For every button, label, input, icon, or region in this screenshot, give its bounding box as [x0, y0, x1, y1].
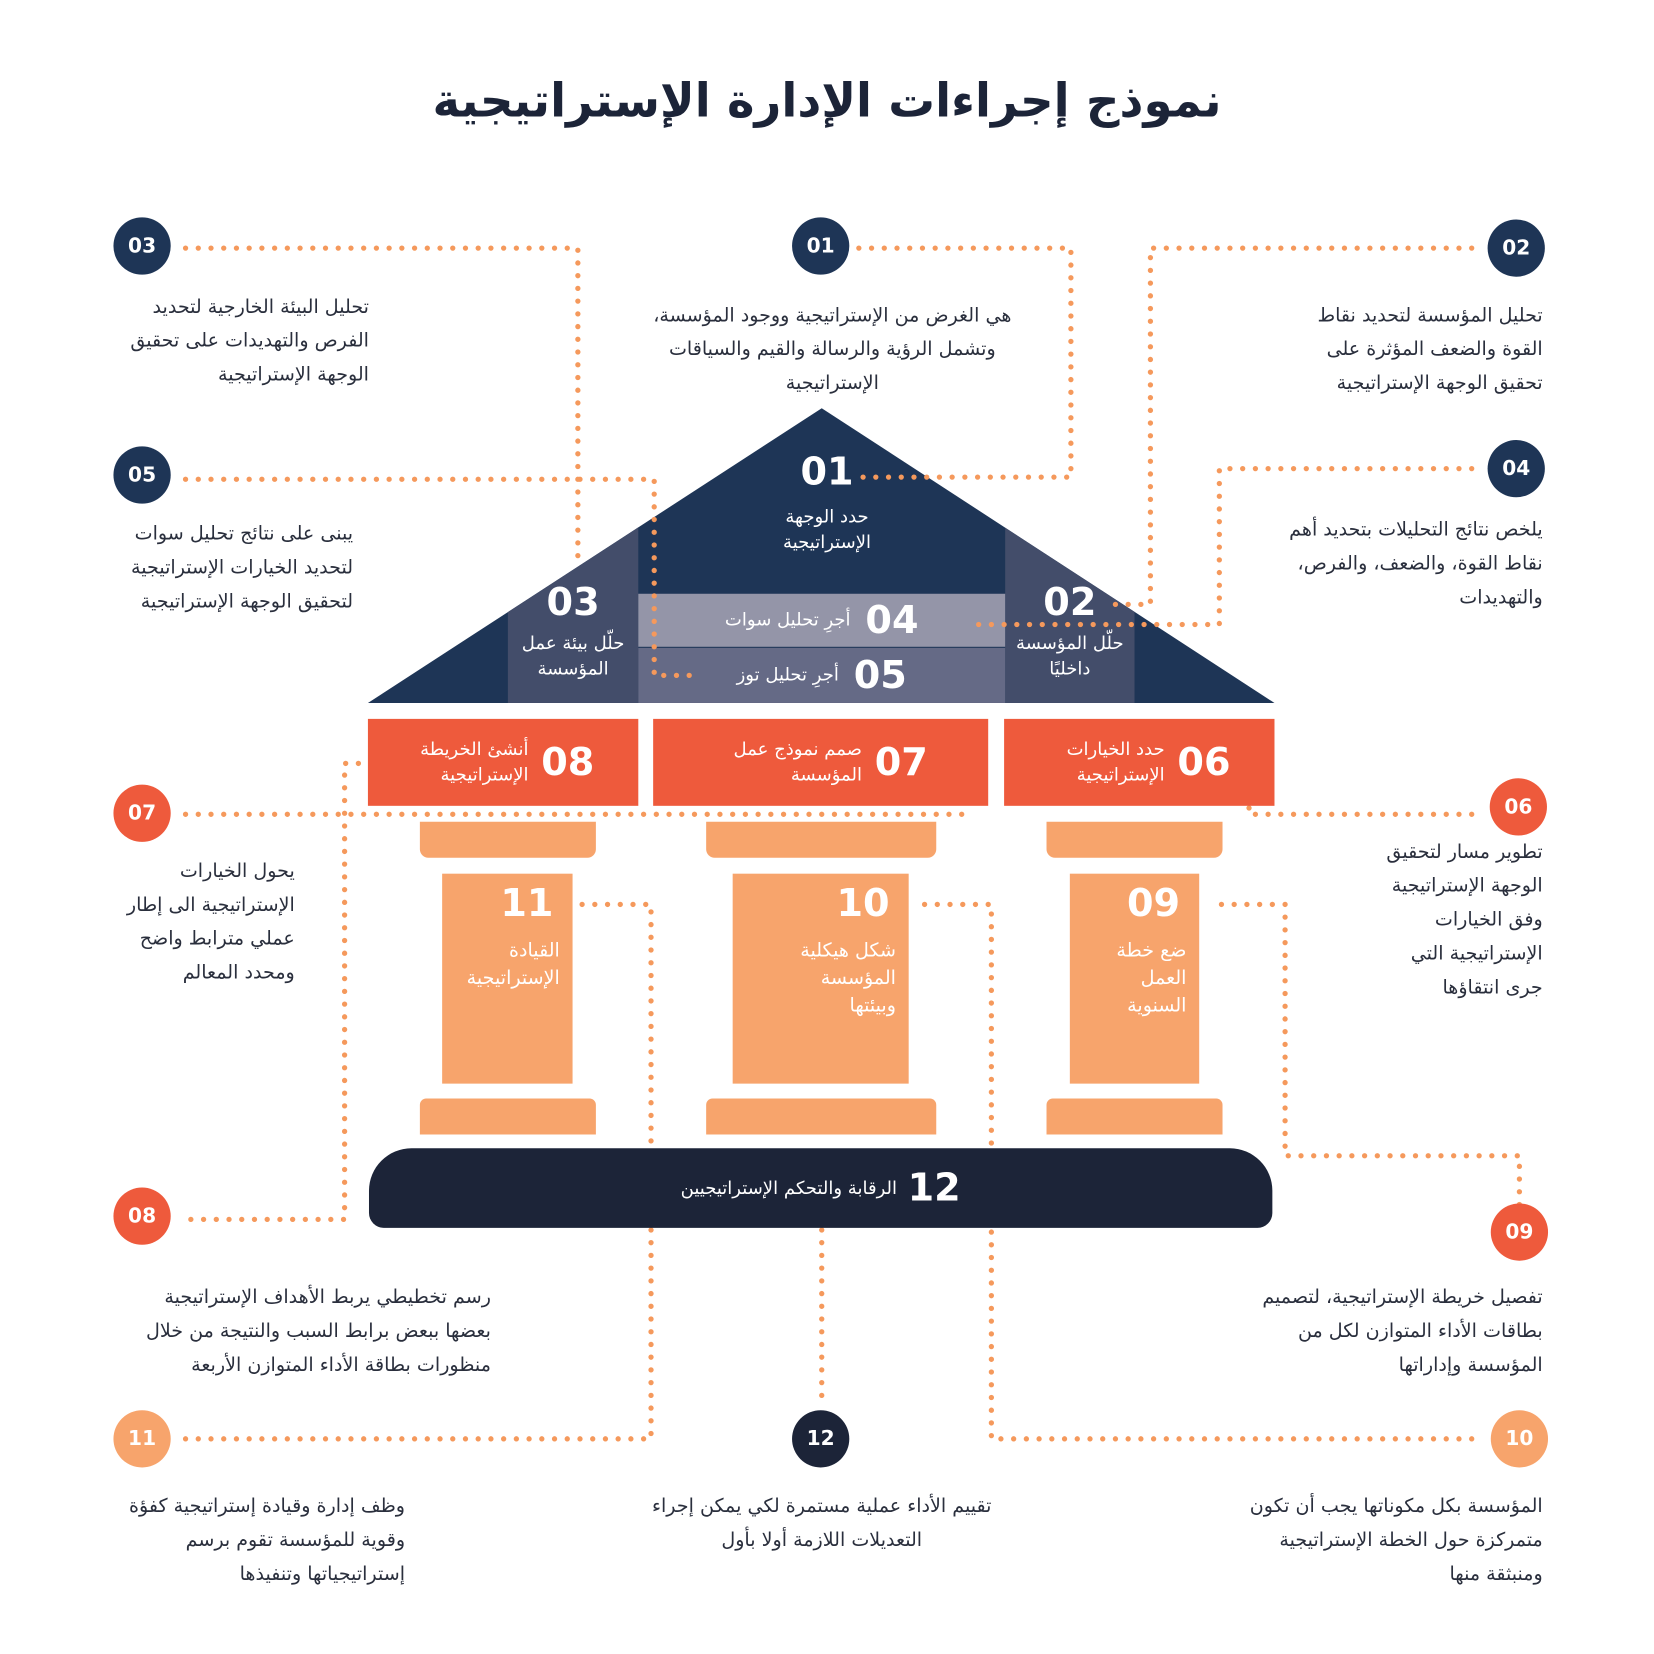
step-label: القيادة الإستراتيجية: [466, 939, 560, 990]
badge-01: 01: [792, 217, 850, 275]
roof-band-04: [638, 593, 1006, 647]
badge-03: 03: [113, 217, 171, 275]
roof-step-03: 03 حلّل بيئة عمل المؤسسة: [508, 581, 638, 682]
pillar-base: [706, 1098, 937, 1135]
step-label: صمم نموذج عمل المؤسسة: [733, 739, 862, 786]
step-label: أجرِ تحليل سوات: [724, 609, 851, 631]
badge-09: 09: [1490, 1203, 1549, 1261]
step-number: 07: [874, 740, 928, 785]
step-number: 11: [500, 882, 554, 926]
badge-10: 10: [1490, 1410, 1549, 1468]
roof-step-05: 05 أجرِ تحليل توز: [638, 648, 1005, 703]
roof-band-05: [638, 647, 1006, 703]
pillar-capital: [1046, 821, 1223, 858]
badge-08: 08: [113, 1187, 171, 1245]
beam-step-06: 06 حدد الخيارات الإستراتيجية: [1004, 718, 1275, 806]
step-label: حدد الخيارات الإستراتيجية: [1066, 739, 1165, 786]
note-07: يحول الخيارات الإستراتيجية الى إطار عملي…: [126, 859, 295, 984]
step-number: 05: [853, 653, 907, 698]
badge-05: 05: [113, 446, 171, 504]
note-01: هي الغرض من الإستراتيجية ووجود المؤسسة، …: [653, 304, 1012, 395]
pillar-step-09: 09 ضع خطة العمل السنوية: [1069, 873, 1200, 1084]
step-label: شكل هيكلية المؤسسة وبيئتها: [800, 939, 896, 1017]
pillar-base: [419, 1098, 596, 1135]
step-label: ضع خطة العمل السنوية: [1116, 939, 1187, 1017]
note-09: تفصيل خريطة الإستراتيجية، لتصميم بطاقات …: [1262, 1286, 1543, 1377]
step-label: أجرِ تحليل توز: [736, 664, 839, 687]
page-title: نموذج إجراءات الإدارة الإستراتيجية: [432, 74, 1222, 129]
connector-lines: [182, 245, 1523, 1442]
step-number: 08: [541, 740, 595, 785]
note-03: تحليل البيئة الخارجية لتحديد الفرص والته…: [130, 295, 369, 386]
beam-step-08: 08 أنشئ الخريطة الإستراتيجية: [367, 718, 639, 806]
step-label: أنشئ الخريطة الإستراتيجية: [420, 739, 529, 786]
badge-02: 02: [1487, 219, 1545, 277]
step-number: 01: [800, 450, 854, 495]
note-12: تقييم الأداء عملية مستمرة لكي يمكن إجراء…: [652, 1495, 992, 1552]
note-10: المؤسسة بكل مكوناتها يجب أن تكون متمركزة…: [1249, 1495, 1543, 1586]
pillar-step-10: 10 شكل هيكلية المؤسسة وبيئتها: [732, 873, 909, 1084]
step-label: حدد الوجهة الإستراتيجية: [783, 506, 872, 554]
note-05: يبنى على نتائج تحليل سوات لتحديد الخيارا…: [131, 522, 354, 613]
pillar-capital: [706, 821, 937, 858]
roof-step-04: 04 أجرِ تحليل سوات: [638, 594, 1005, 647]
step-number: 04: [865, 598, 919, 643]
step-number: 02: [1043, 581, 1097, 625]
foundation-step-12: 12 الرقابة والتحكم الإستراتيجيين: [368, 1148, 1273, 1228]
badge-07: 07: [113, 784, 171, 842]
note-06: تطوير مسار لتحقيق الوجهة الإستراتيجية وف…: [1386, 840, 1543, 999]
badge-06: 06: [1489, 778, 1547, 836]
step-number: 06: [1177, 740, 1231, 785]
roof-step-02: 02 حلّل المؤسسة داخليًا: [1005, 581, 1134, 682]
pillar-capital: [419, 821, 596, 858]
badge-12: 12: [792, 1410, 850, 1468]
badge-11: 11: [113, 1410, 171, 1468]
step-number: 12: [907, 1166, 961, 1210]
roof-step-01: 01 حدد الوجهة الإستراتيجية: [732, 451, 923, 556]
step-number: 09: [1126, 882, 1181, 926]
pillar-step-11: 11 القيادة الإستراتيجية: [442, 873, 573, 1084]
step-label: حلّل المؤسسة داخليًا: [1016, 632, 1124, 680]
step-label: حلّل بيئة عمل المؤسسة: [521, 632, 625, 680]
step-number: 03: [546, 581, 600, 625]
step-number: 10: [836, 882, 890, 926]
badge-04: 04: [1487, 440, 1545, 498]
note-11: وظف إدارة وقيادة إستراتيجية كفؤة وقوية ل…: [128, 1495, 406, 1586]
note-08: رسم تخطيطي يربط الأهداف الإستراتيجية بعض…: [145, 1286, 491, 1377]
note-04: يلخص نتائج التحليلات بتحديد أهم نقاط الق…: [1289, 518, 1543, 609]
note-02: تحليل المؤسسة لتحديد نقاط القوة والضعف ا…: [1317, 304, 1543, 395]
beam-step-07: 07 صمم نموذج عمل المؤسسة: [653, 718, 989, 806]
step-label: الرقابة والتحكم الإستراتيجيين: [680, 1177, 898, 1199]
pillar-base: [1046, 1098, 1223, 1135]
